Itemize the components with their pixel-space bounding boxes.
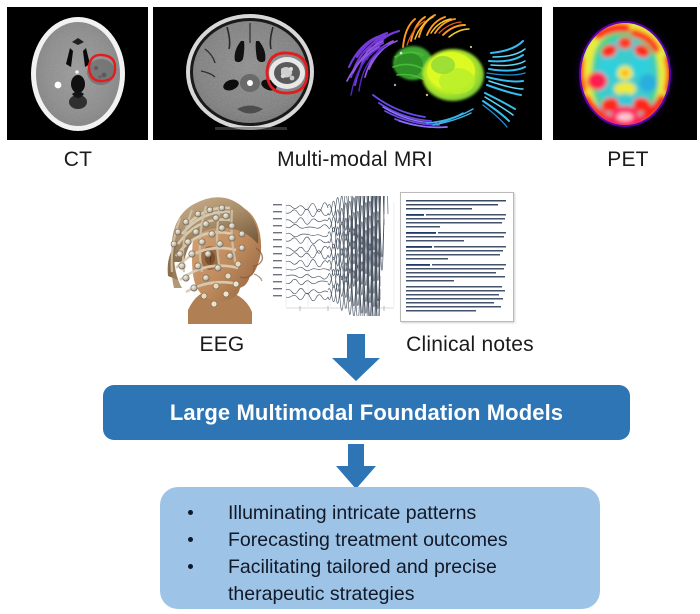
- pet-image-panel: [553, 7, 697, 140]
- eeg-cap-head-icon: [158, 192, 278, 324]
- outcomes-box: Illuminating intricate patterns Forecast…: [160, 487, 600, 609]
- bullet-icon: [188, 564, 193, 569]
- mri-axial-slice-icon: [157, 9, 343, 138]
- ct-label: CT: [63, 148, 93, 171]
- outcomes-list: Illuminating intricate patterns Forecast…: [160, 487, 600, 607]
- dti-tractography-icon: [339, 7, 542, 140]
- eeg-waveform-traces-icon: [270, 196, 398, 316]
- ct-image-panel: [7, 7, 148, 140]
- bullet-icon: [188, 510, 193, 515]
- clinical-notes-label: Clinical notes: [406, 333, 534, 356]
- list-item: Facilitating tailored and precise: [160, 554, 600, 580]
- eeg-label: EEG: [199, 333, 245, 356]
- pet-label: PET: [607, 148, 649, 171]
- clinical-notes-document: [400, 192, 514, 322]
- ct-axial-brain-scan-icon: [25, 13, 130, 134]
- foundation-model-banner: Large Multimodal Foundation Models: [103, 385, 630, 440]
- clinical-notes-text-lines: [406, 200, 506, 312]
- model-to-outcomes-arrow: [336, 444, 376, 489]
- pet-brain-scan-icon: [564, 12, 686, 135]
- list-item-continuation: therapeutic strategies: [160, 581, 600, 607]
- outcome-text: therapeutic strategies: [228, 583, 415, 605]
- list-item: Forecasting treatment outcomes: [160, 527, 600, 553]
- outcome-text: Facilitating tailored and precise: [228, 556, 497, 578]
- outcome-text: Illuminating intricate patterns: [228, 502, 477, 524]
- foundation-model-title: Large Multimodal Foundation Models: [169, 399, 564, 425]
- mri-label: Multi-modal MRI: [277, 148, 433, 171]
- bullet-icon: [188, 537, 193, 542]
- inputs-to-model-arrow: [332, 334, 380, 381]
- mri-image-panel: [153, 7, 542, 140]
- list-item: Illuminating intricate patterns: [160, 500, 600, 526]
- outcome-text: Forecasting treatment outcomes: [228, 529, 508, 551]
